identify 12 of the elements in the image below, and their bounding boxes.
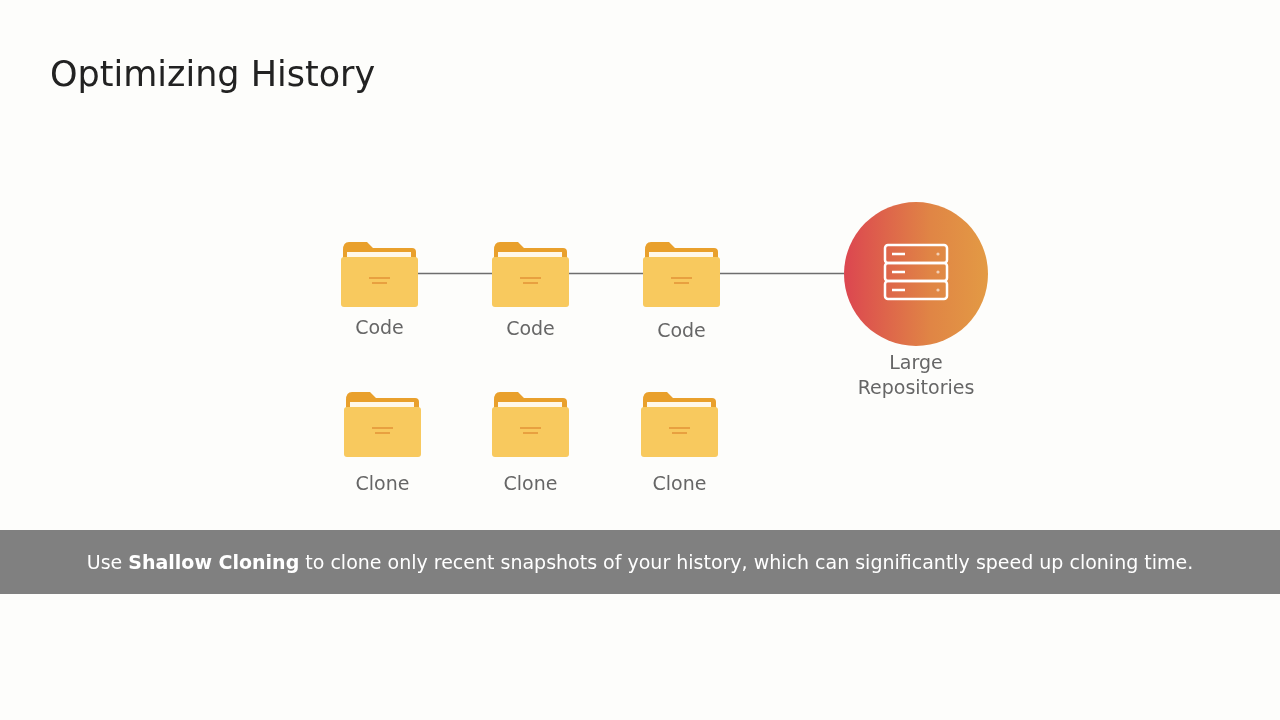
node-label: Clone: [652, 471, 707, 496]
node-label: Large Repositories: [856, 350, 976, 400]
connector-line: [568, 272, 644, 275]
node-label: Code: [506, 316, 555, 341]
slide-title: Optimizing History: [50, 54, 376, 94]
node-label: Code: [657, 318, 706, 343]
node-label: Clone: [355, 471, 410, 496]
caption-text: Use Shallow Cloning to clone only recent snapshots of your history, which can significantly speed up cloning time.: [86, 551, 1194, 573]
connector-line: [417, 272, 493, 275]
node-label: Clone: [503, 471, 558, 496]
node-label: Code: [355, 315, 404, 340]
connector-line: [719, 272, 845, 275]
